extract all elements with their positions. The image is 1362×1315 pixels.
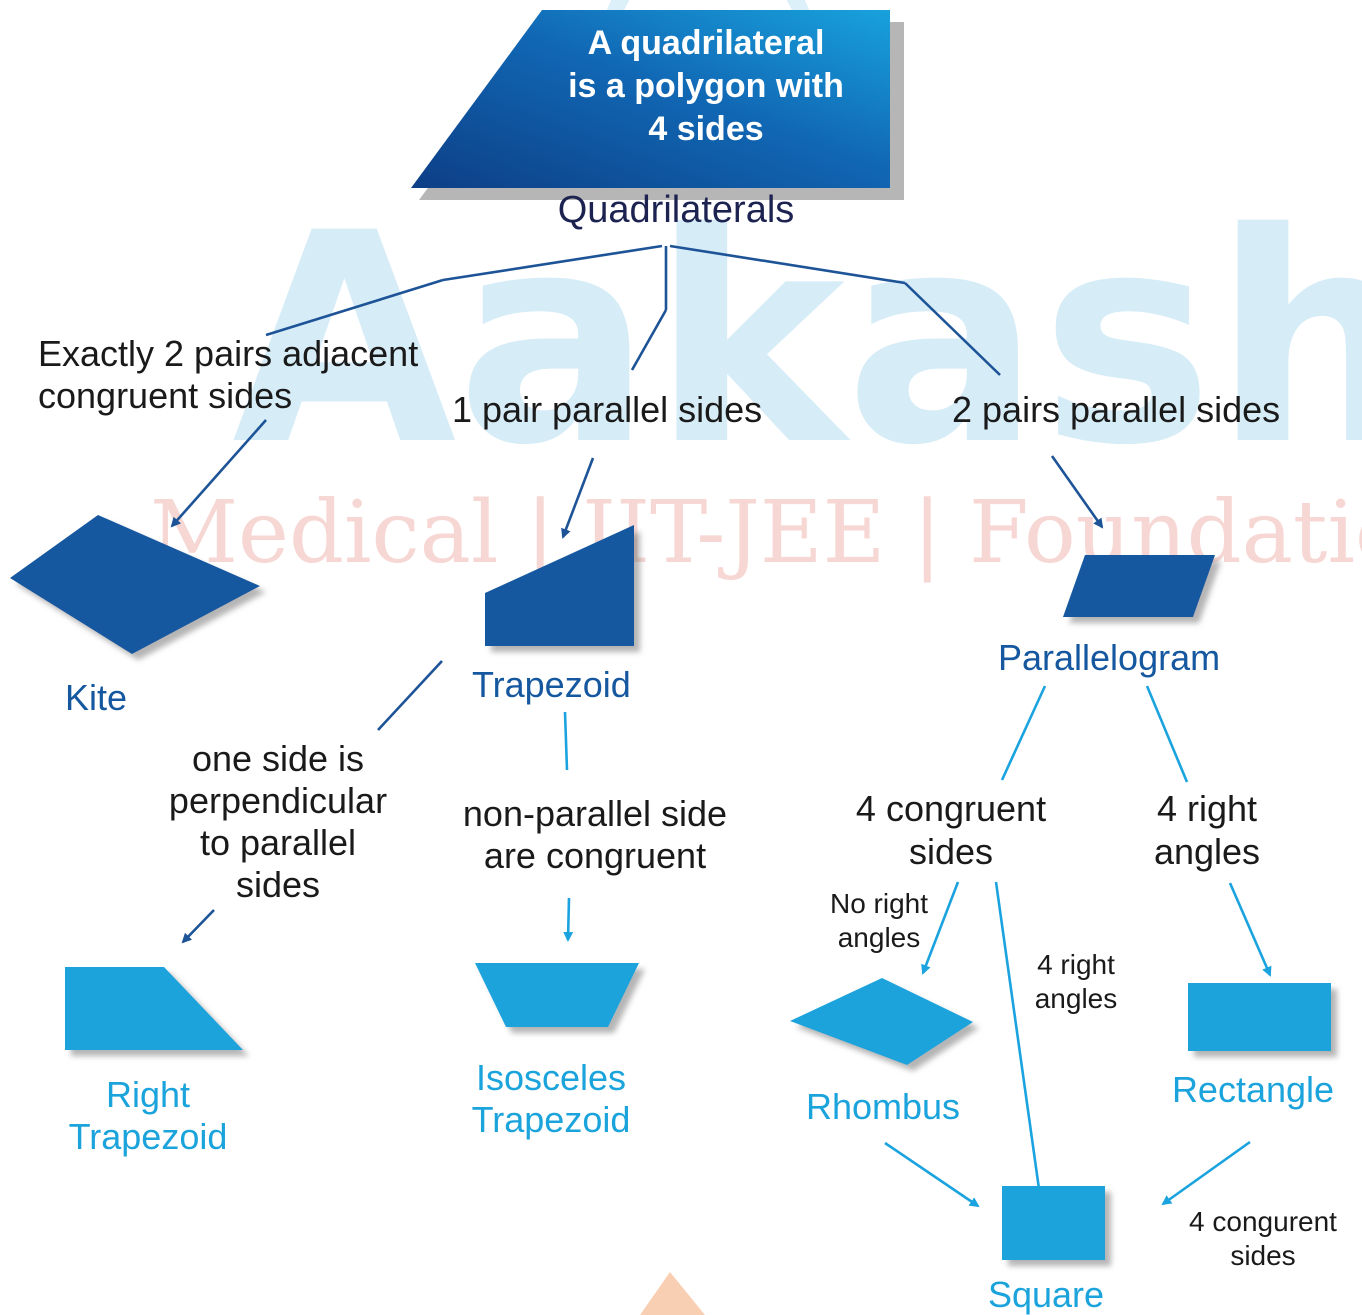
arrow-congruent-to-square [994,881,1044,1198]
banner-line-2: is a polygon with [568,67,844,105]
label-right-trapezoid-2: Trapezoid [69,1116,228,1157]
square-shape [1002,1186,1105,1260]
condition-four-right-angles-2: angles [1035,983,1118,1014]
arrow-to-kite [170,419,267,528]
label-right-trapezoid-1: Right [106,1074,190,1115]
label-kite: Kite [65,677,127,718]
rectangle-shape [1188,983,1331,1051]
kite-rule-line-1: Exactly 2 pairs adjacent [38,333,418,374]
connector-non-parallel [563,711,569,771]
arrow-to-trapezoid [561,457,595,539]
condition-perpendicular-4: sides [236,864,320,905]
condition-four-right-angles-1: 4 right [1037,949,1115,980]
condition-four-congruent-sides-1: 4 congurent [1189,1206,1337,1237]
banner-line-3: 4 sides [648,110,763,148]
condition-right-angles-2: angles [1154,831,1260,872]
arrow-rectangle-to-square [1161,1140,1251,1206]
label-parallelogram: Parallelogram [998,637,1220,678]
label-isosceles-trapezoid-1: Isosceles [476,1057,626,1098]
condition-no-right-angles-2: angles [838,922,921,953]
isosceles-trapezoid-shape [475,963,639,1027]
arrow-rhombus-to-square [884,1141,980,1208]
title-banner: A quadrilateral is a polygon with 4 side… [411,10,904,200]
kite-rule-line-2: congruent sides [38,375,292,416]
label-rhombus: Rhombus [806,1086,960,1127]
arrow-to-right-trapezoid [181,909,215,944]
condition-perpendicular-2: perpendicular [169,780,387,821]
watermark: Aakash Medical | IIT-JEE | Foundations [150,0,1362,1315]
arrow-to-rhombus [921,881,960,975]
trapezoid-shape [485,525,634,646]
condition-no-right-angles-1: No right [830,888,928,919]
arrow-to-rectangle [1228,882,1272,977]
banner-line-1: A quadrilateral [588,24,825,62]
connector-perpendicular [377,660,443,731]
condition-right-angles-1: 4 right [1157,788,1257,829]
arrow-to-parallelogram [1050,455,1104,529]
root-node-quadrilaterals: Quadrilaterals [558,189,795,231]
parallelogram-shape [1063,555,1215,617]
condition-perpendicular-1: one side is [192,738,364,779]
condition-non-parallel-1: non-parallel side [463,793,727,834]
condition-congruent-sides-2: sides [909,831,993,872]
right-trapezoid-shape [65,967,243,1050]
kite-shape [10,515,260,654]
rhombus-shape [790,978,973,1065]
top-connectors [265,244,1001,376]
condition-congruent-sides-1: 4 congruent [856,788,1046,829]
label-rectangle: Rectangle [1172,1069,1334,1110]
connector-congruent-sides [1000,685,1047,781]
parallelogram-rule: 2 pairs parallel sides [952,389,1280,430]
connector-right-angles [1145,685,1189,783]
label-trapezoid: Trapezoid [472,664,631,705]
arrow-to-isosceles-trapezoid [563,897,574,942]
condition-perpendicular-3: to parallel [200,822,356,863]
condition-four-congruent-sides-2: sides [1230,1240,1295,1271]
label-isosceles-trapezoid-2: Trapezoid [472,1099,631,1140]
condition-non-parallel-2: are congruent [484,835,706,876]
trapezoid-rule: 1 pair parallel sides [452,389,762,430]
watermark-brand: Aakash [232,172,1362,509]
label-square: Square [988,1274,1104,1315]
